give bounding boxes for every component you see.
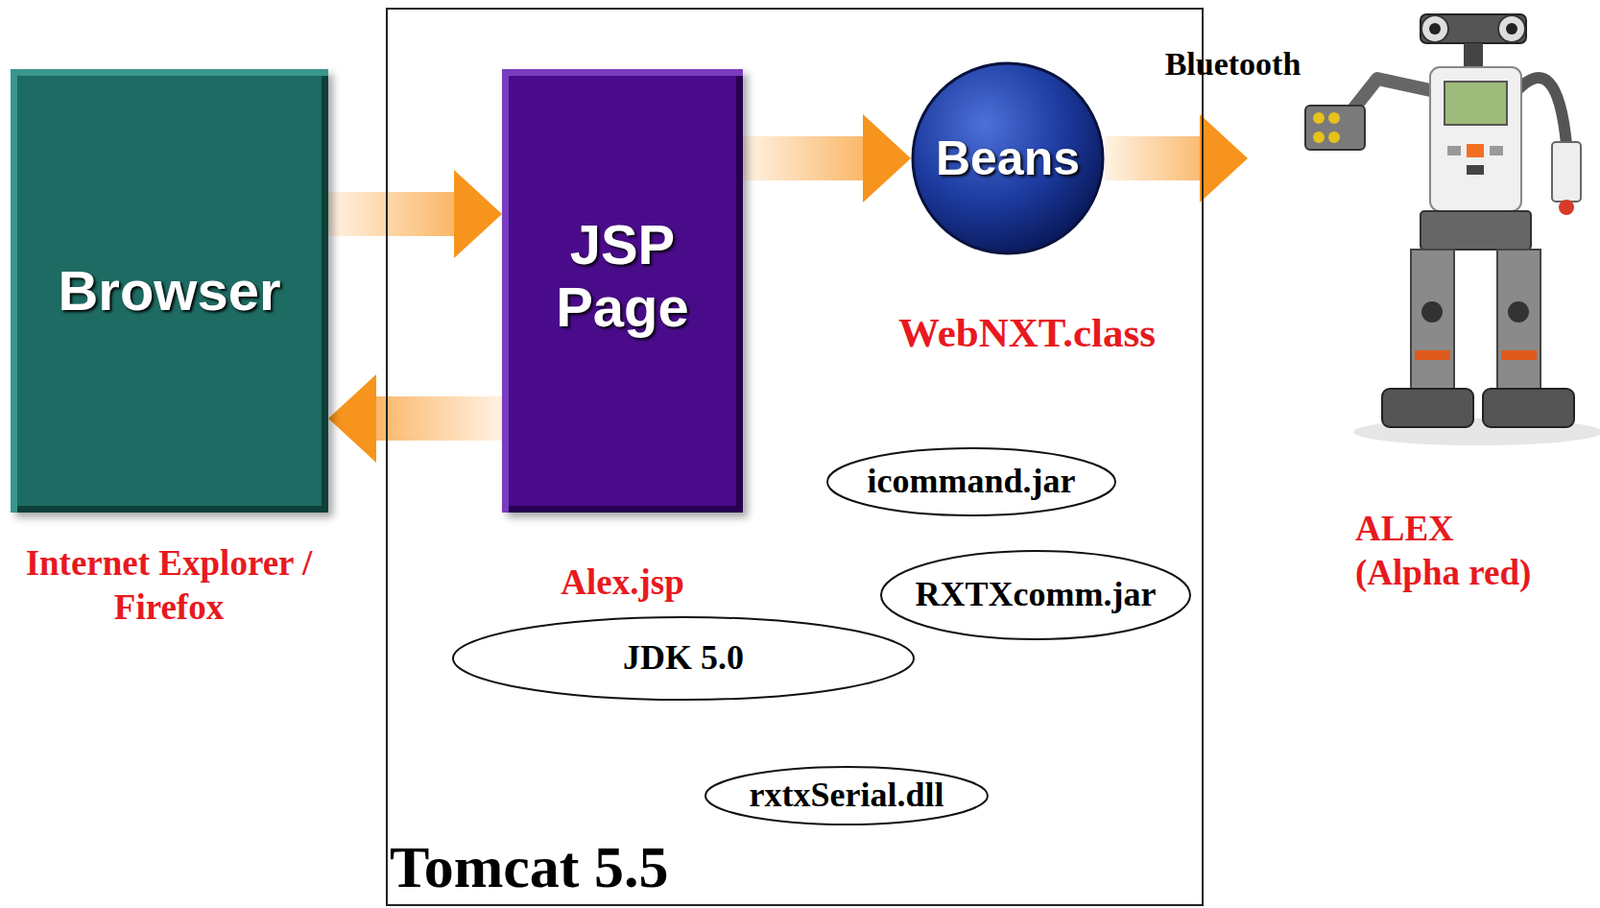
library-ellipse: JDK 5.0 [451, 615, 916, 702]
robot-eye [1498, 15, 1526, 43]
nxt-button [1466, 143, 1484, 158]
robot-stud [1328, 112, 1340, 124]
flow-arrow [376, 396, 502, 441]
robot-leg [1497, 249, 1541, 394]
robot-sensor-tip [1558, 199, 1575, 215]
shape-outline [705, 766, 988, 825]
robot-stud [1313, 131, 1325, 144]
robot-figure [1305, 14, 1600, 446]
robot-eye [1505, 23, 1518, 35]
box-caption: Internet Explorer / Firefox [24, 541, 313, 631]
box-caption: Alex.jsp [482, 560, 763, 605]
library-name: rxtxSerial.dll [749, 776, 945, 815]
circle-caption: WebNXT.class [863, 307, 1191, 359]
library-name: JDK 5.0 [622, 639, 744, 678]
box-title: Browser [57, 260, 281, 323]
flow-arrow [1104, 136, 1200, 181]
robot-foot [1482, 388, 1575, 428]
robot-knee [1507, 301, 1529, 323]
robot-sensor [1552, 142, 1581, 202]
flow-arrow [328, 191, 454, 237]
library-ellipse: rxtxSerial.dll [703, 764, 990, 827]
robot-stud [1313, 112, 1325, 124]
box-title: JSP Page [517, 214, 728, 339]
circle-title: Beans [935, 131, 1080, 186]
browser-box: BrowserInternet Explorer / Firefox [10, 69, 329, 513]
robot-name: ALEX (Alpha red) [1355, 506, 1553, 597]
nxt-screen [1444, 81, 1507, 125]
jsp-box: JSP PageAlex.jsp [501, 69, 743, 513]
robot-knee [1421, 301, 1443, 323]
robot-hips [1420, 211, 1531, 250]
shape-outline [881, 550, 1191, 640]
connector-label: Bluetooth [1165, 46, 1302, 82]
beans-circle: BeansWebNXT.class [910, 61, 1105, 256]
shape-outline [827, 448, 1116, 516]
robot-eye [1429, 23, 1441, 35]
robot-accent [1501, 350, 1537, 360]
shape-outline [912, 63, 1103, 254]
library-ellipse: icommand.jar [825, 446, 1118, 518]
nxt-button [1466, 165, 1484, 175]
library-name: RXTXcomm.jar [915, 575, 1157, 615]
flow-arrow [742, 136, 863, 181]
library-ellipse: RXTXcomm.jar [879, 549, 1193, 642]
server-container: Tomcat 5.5JSP PageAlex.jspBeansWebNXT.cl… [385, 7, 1204, 907]
robot-foot [1382, 388, 1474, 428]
library-name: icommand.jar [867, 462, 1076, 502]
nxt-brick [1430, 67, 1522, 212]
robot-arm [1516, 77, 1567, 144]
robot-accent [1414, 350, 1451, 360]
container-title: Tomcat 5.5 [389, 836, 669, 897]
nxt-button [1489, 145, 1504, 156]
robot-leg [1410, 249, 1455, 394]
nxt-button [1447, 145, 1461, 156]
robot-eye [1421, 15, 1449, 43]
shape-outline [453, 617, 914, 700]
robot-hand [1305, 105, 1365, 150]
robot-stud [1328, 131, 1340, 144]
robot-head [1420, 14, 1527, 44]
